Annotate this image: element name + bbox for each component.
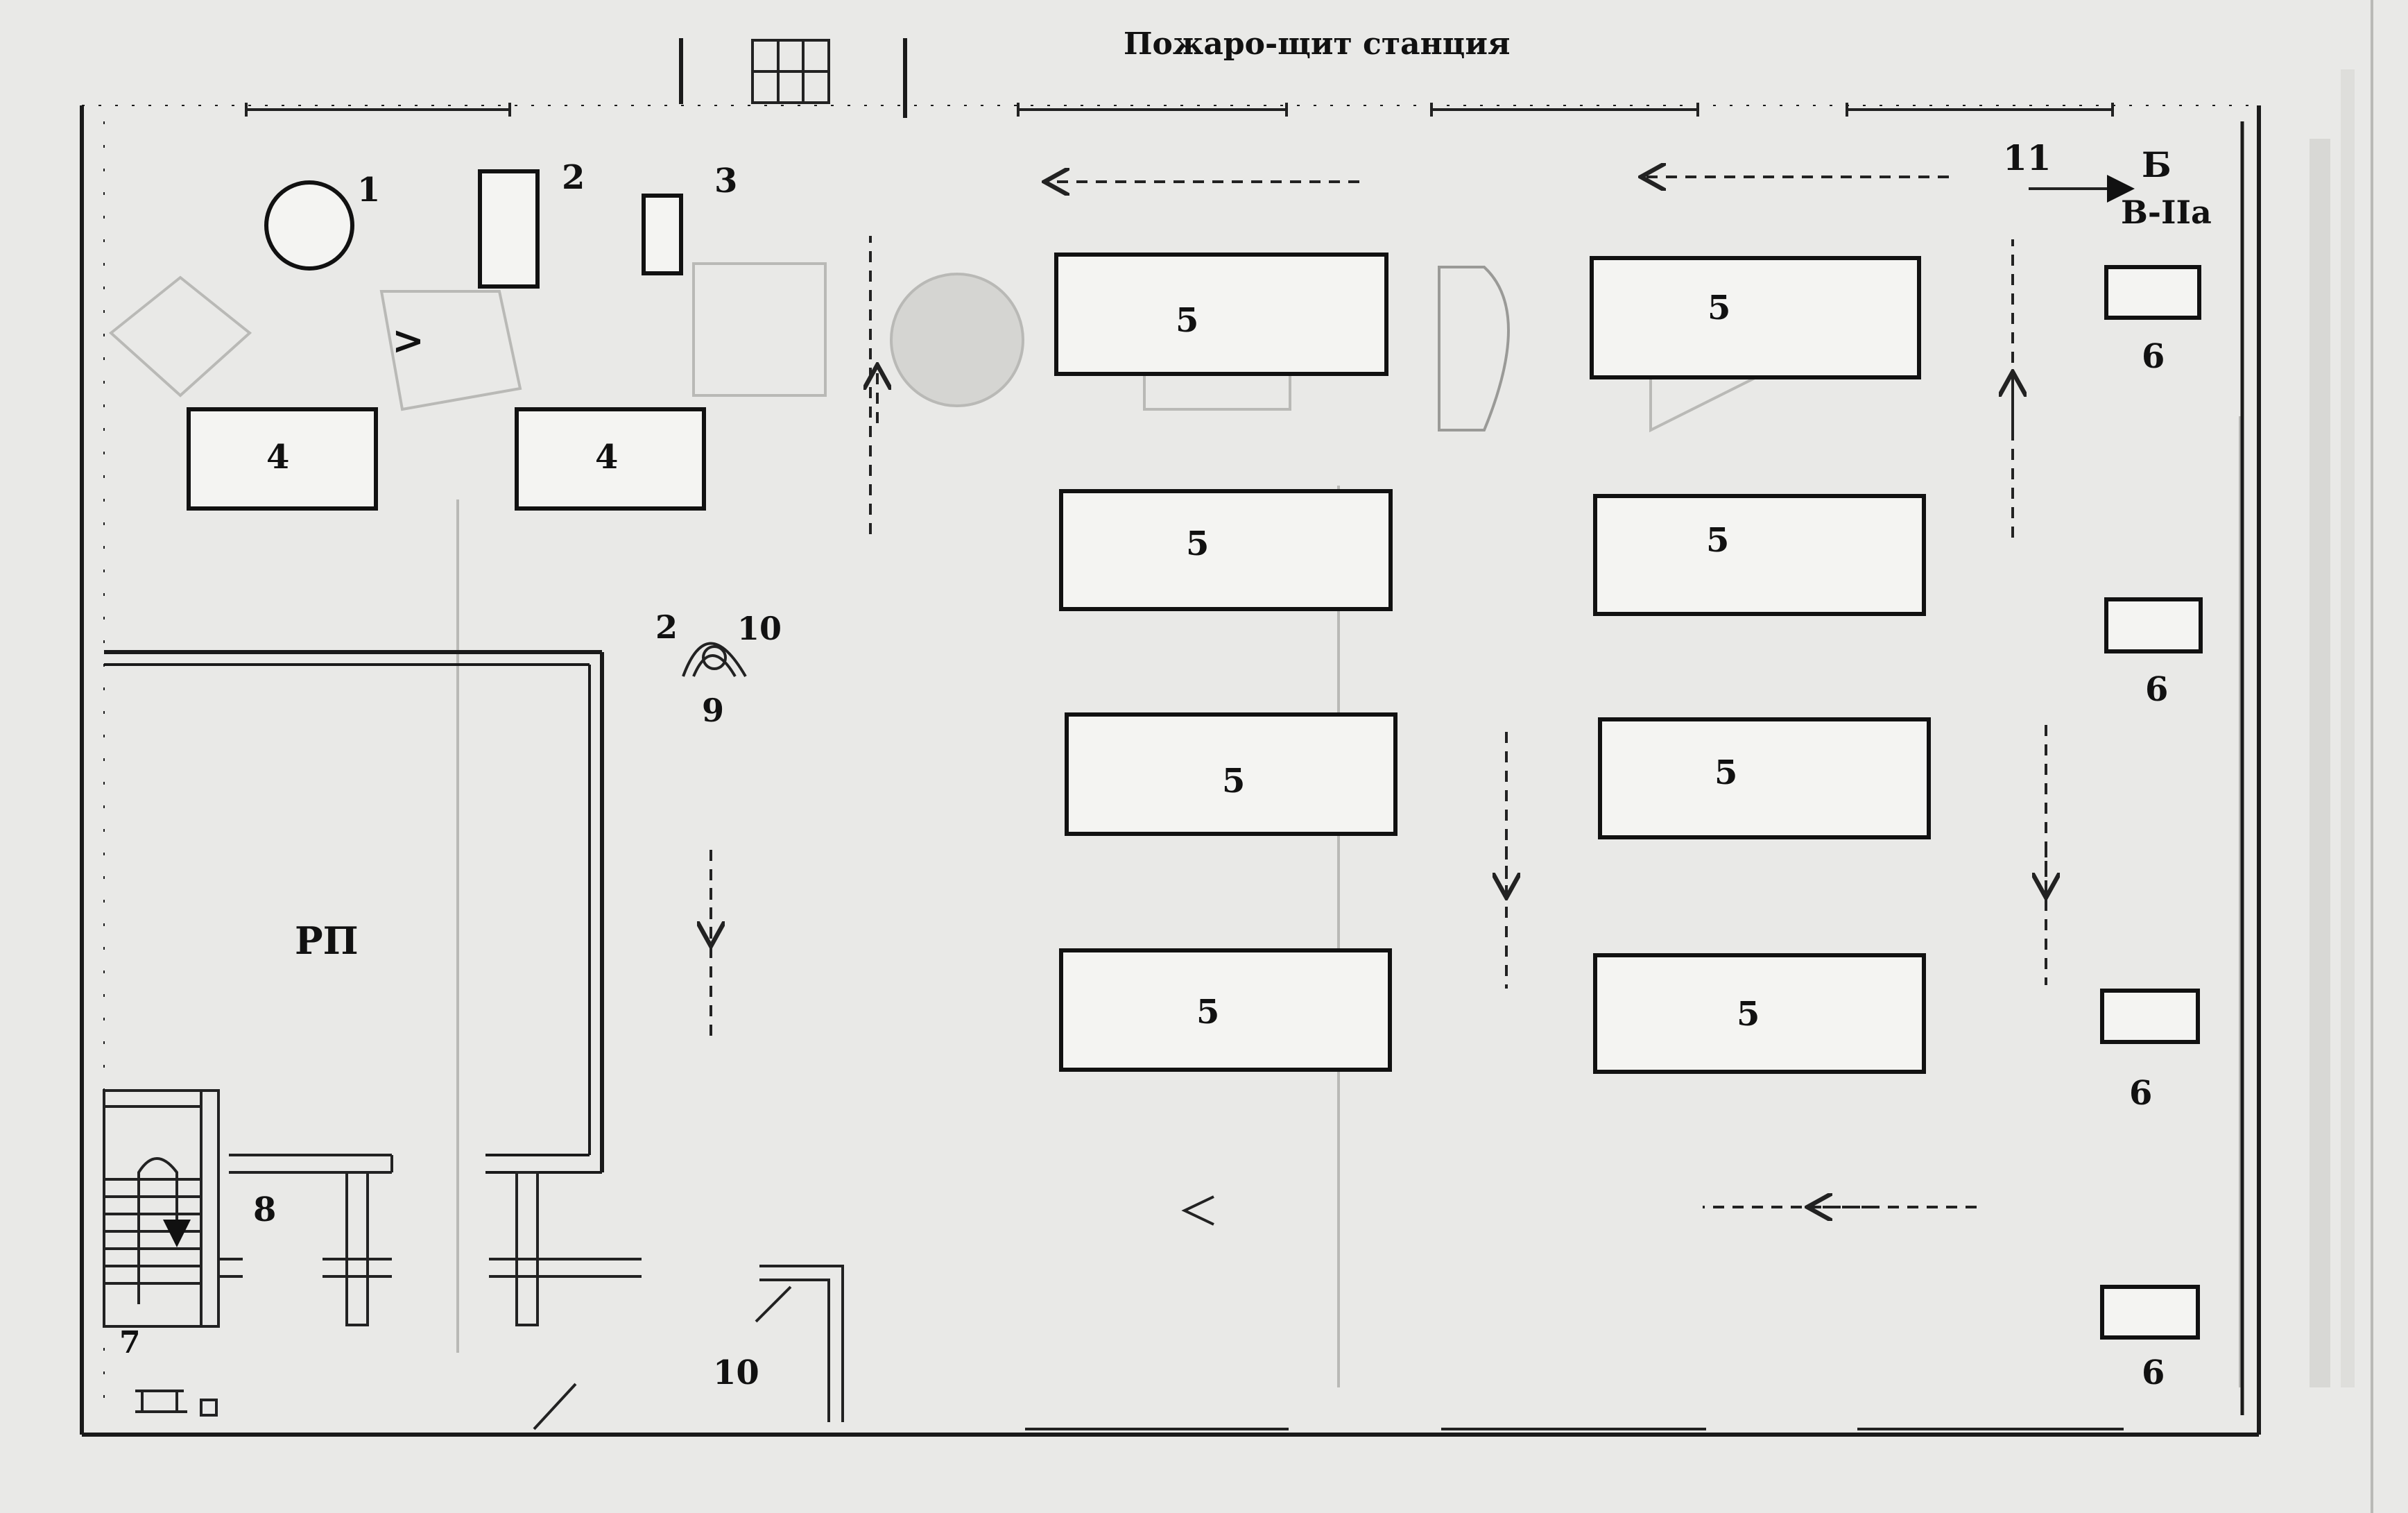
- cabinet-6-1: 6: [2104, 265, 2201, 376]
- label-8: 8: [253, 1190, 276, 1229]
- machine-6: 5: [1598, 717, 1931, 839]
- machine-8: 5: [1593, 953, 1926, 1074]
- ghost-square: [692, 262, 827, 397]
- label-7: 7: [119, 1325, 141, 1360]
- ghost-circle: [890, 273, 1024, 407]
- machine-6-label: 5: [1714, 753, 1737, 792]
- cart-icon: [135, 1390, 218, 1417]
- label-1: 1: [357, 171, 380, 210]
- cabinet-6-1-label: 6: [2142, 337, 2165, 376]
- cabinet-6-4: 6: [2100, 1285, 2200, 1392]
- cabinet-6-4-label: 6: [2142, 1353, 2165, 1392]
- ghost-shape: [379, 290, 522, 411]
- ext-label-9: 9: [702, 692, 724, 729]
- label-3: 3: [714, 162, 737, 200]
- header-label: Пожаро-щит станция: [1124, 26, 1510, 62]
- top-gate: [679, 38, 907, 118]
- machine-4-label: 5: [1706, 521, 1729, 560]
- ghost-margin-text: [2310, 69, 2355, 1387]
- room-rp-label: РП: [295, 918, 359, 963]
- cabinet-6-3: 6: [2100, 989, 2200, 1113]
- machine-7: 5: [1059, 948, 1392, 1072]
- outer-walls: [80, 105, 2261, 1437]
- machine-3-label: 5: [1186, 524, 1209, 563]
- stairs-icon: [103, 1089, 243, 1328]
- machine-1-label: 5: [1176, 301, 1198, 340]
- arrow-left-icon: [1181, 1195, 1214, 1226]
- label-class-b: Б: [2142, 144, 2172, 185]
- round-equipment-1: [264, 180, 354, 271]
- machine-1: 5: [1054, 253, 1388, 376]
- windows-top: [245, 103, 2114, 117]
- ghost-diamond: [108, 275, 252, 398]
- label-11: 11: [2003, 137, 2052, 178]
- label-class-b2: В-IIа: [2121, 194, 2212, 231]
- fire-extinguisher-icon: 2 10 9: [655, 608, 782, 729]
- machine-5-label: 5: [1222, 762, 1245, 801]
- cabinet-3: [642, 194, 683, 275]
- machine-2-label: 5: [1708, 289, 1730, 327]
- machine-7-label: 5: [1196, 993, 1219, 1032]
- machine-4: 5: [1593, 494, 1926, 616]
- cabinet-6-2: 6: [2104, 597, 2203, 709]
- workbench-1: 4: [187, 407, 378, 511]
- label-2: 2: [562, 158, 585, 197]
- workbench-2-label: 4: [595, 438, 618, 477]
- cabinet-6-3-label: 6: [2129, 1074, 2152, 1113]
- workbench-1-label: 4: [266, 438, 289, 477]
- cabinet-6-2-label: 6: [2145, 670, 2168, 709]
- windows-bottom: [533, 1383, 2124, 1430]
- evacuation-routes: [711, 177, 2046, 1226]
- machine-5: 5: [1065, 712, 1398, 836]
- machine-3: 5: [1059, 489, 1393, 611]
- exit-door: 10: [713, 1265, 844, 1422]
- workbench-8: 8: [229, 1154, 642, 1326]
- label-10: 10: [713, 1353, 759, 1392]
- ghost-dome: [1438, 266, 1510, 431]
- room-rp: РП: [104, 650, 604, 1174]
- workbench-2: 4: [515, 407, 706, 511]
- ext-label-2: 2: [655, 608, 678, 646]
- machine-2: 5: [1590, 256, 1921, 379]
- ext-label-10: 10: [737, 610, 782, 647]
- ghost-chevron: >: [392, 318, 424, 364]
- cabinet-2: [478, 169, 540, 289]
- machine-8-label: 5: [1737, 995, 1760, 1034]
